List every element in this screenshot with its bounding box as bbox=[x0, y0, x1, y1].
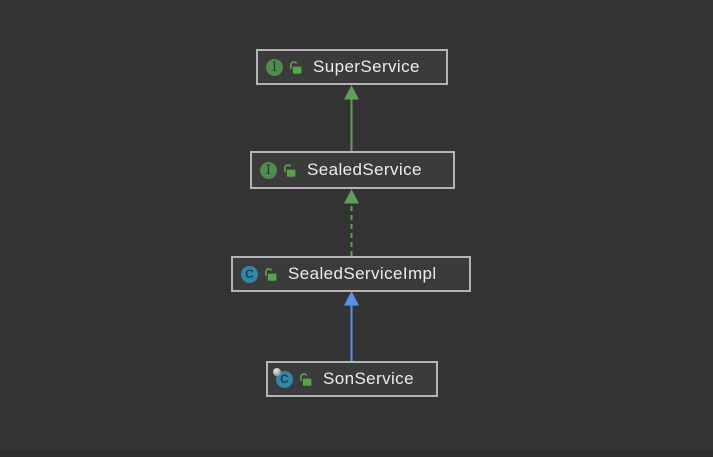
diagram-node-sonservice[interactable]: C SonService bbox=[266, 361, 438, 397]
public-unlocked-icon bbox=[265, 267, 277, 281]
interface-icon-letter: I bbox=[271, 59, 278, 75]
public-unlocked-icon bbox=[290, 60, 302, 74]
arrowhead-up-icon bbox=[344, 291, 359, 306]
class-icon-letter: C bbox=[280, 372, 289, 386]
arrowhead-up-icon bbox=[344, 189, 359, 204]
diagram-node-superservice[interactable]: I SuperService bbox=[256, 49, 448, 85]
node-label: SuperService bbox=[313, 57, 420, 76]
class-icon-letter: C bbox=[245, 267, 254, 281]
interface-icon: I bbox=[266, 58, 283, 76]
interface-icon-letter: I bbox=[265, 162, 272, 178]
diagram-node-sealedserviceimpl[interactable]: C SealedServiceImpl bbox=[231, 256, 471, 292]
class-icon: C bbox=[241, 265, 258, 283]
node-label: SonService bbox=[323, 369, 414, 388]
edge-extends-sealedservice-to-superservice[interactable] bbox=[344, 85, 359, 151]
class-icon: C bbox=[273, 367, 293, 388]
public-unlocked-icon bbox=[300, 372, 312, 386]
node-label: SealedServiceImpl bbox=[288, 264, 437, 283]
edge-implements-sealedserviceimpl-to-sealedservice[interactable] bbox=[344, 189, 359, 256]
arrowhead-up-icon bbox=[344, 85, 359, 100]
diagram-node-sealedservice[interactable]: I SealedService bbox=[250, 151, 455, 189]
edge-extends-sonservice-to-sealedserviceimpl[interactable] bbox=[344, 291, 359, 361]
public-unlocked-icon bbox=[284, 163, 296, 177]
final-marker-icon bbox=[273, 367, 281, 376]
interface-icon: I bbox=[260, 161, 277, 179]
node-label: SealedService bbox=[307, 160, 422, 179]
canvas-bottom-scroll-strip bbox=[0, 450, 713, 457]
